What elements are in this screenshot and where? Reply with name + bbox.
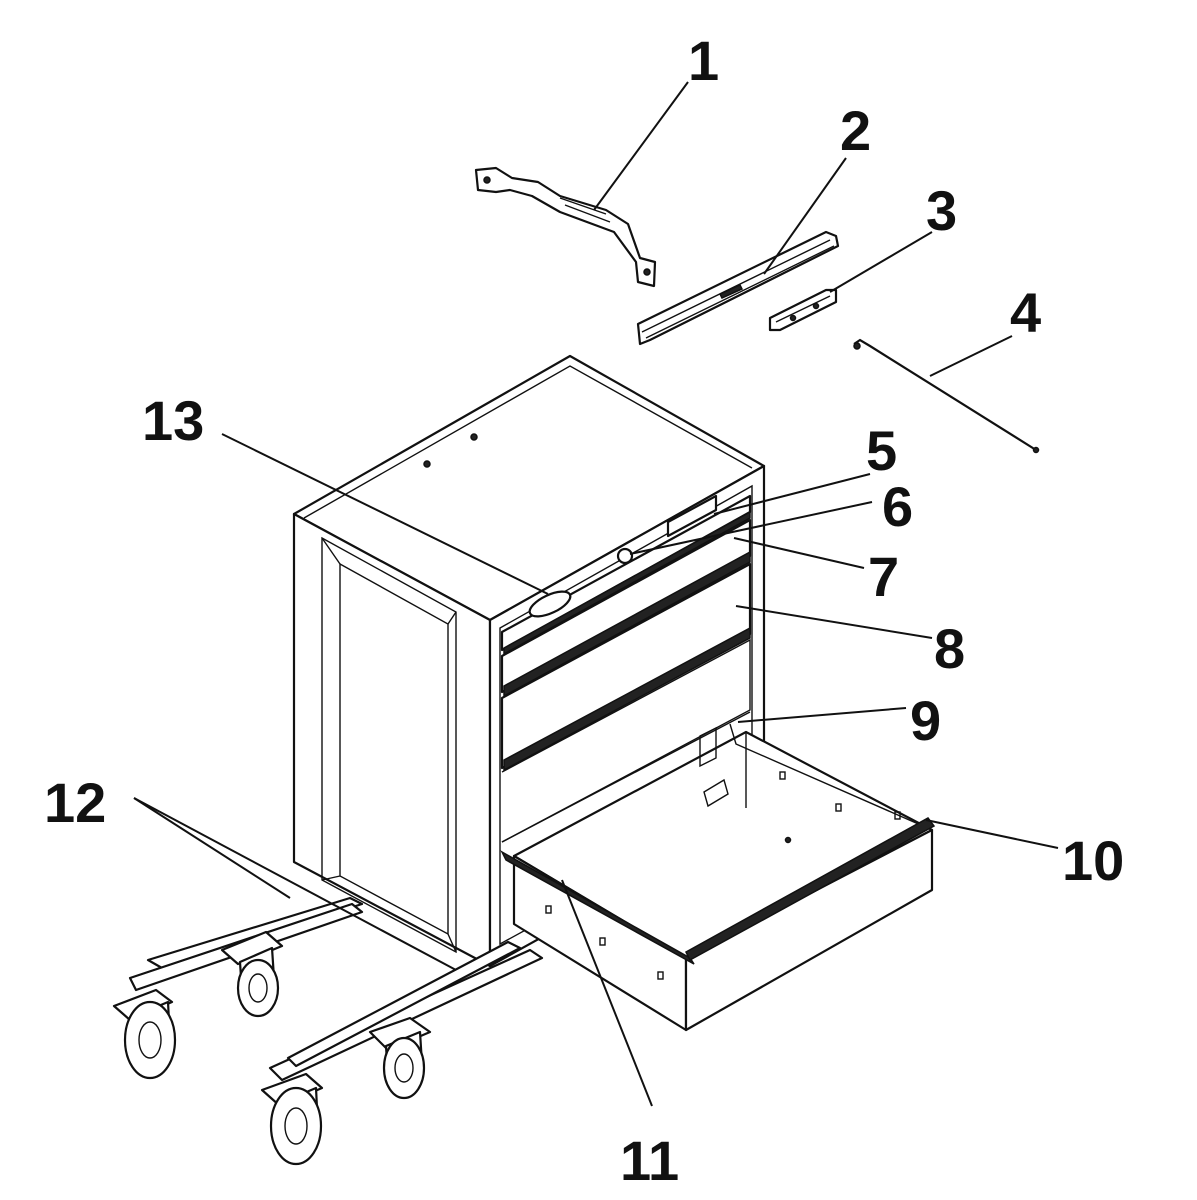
caster-back-left [220, 930, 284, 1018]
callout-10: 10 [1062, 829, 1124, 892]
slide-rail-part [636, 230, 840, 346]
leader-12a [133, 797, 291, 899]
leader-9 [737, 707, 907, 723]
callout-3: 3 [926, 179, 957, 242]
lock-rod-part [853, 338, 1040, 454]
caster-front-left [112, 988, 177, 1080]
leader-6 [629, 501, 873, 555]
leader-2 [763, 157, 847, 275]
base-rails-with-casters [112, 896, 544, 1166]
bracket-part [768, 288, 838, 332]
callout-11: 11 [620, 1129, 679, 1192]
open-drawer [500, 723, 936, 1032]
callout-8: 8 [934, 617, 965, 680]
leader-lines [133, 81, 1059, 1107]
caster-back-right [368, 1016, 432, 1100]
leader-13 [221, 433, 549, 595]
callout-12: 12 [44, 771, 106, 834]
callout-4: 4 [1010, 281, 1041, 344]
callout-5: 5 [866, 419, 897, 482]
leader-8 [735, 605, 933, 639]
callout-7: 7 [868, 545, 899, 608]
callout-9: 9 [910, 689, 941, 752]
callout-1: 1 [688, 29, 719, 92]
callout-labels: 1 2 3 4 5 6 7 8 9 10 11 12 13 [44, 29, 1124, 1192]
leader-1 [593, 81, 689, 211]
caster-front-right [260, 1072, 324, 1166]
leader-7 [733, 537, 865, 569]
handle-bar-part [474, 166, 657, 288]
callout-6: 6 [882, 475, 913, 538]
leader-5 [713, 473, 871, 515]
leader-4 [929, 335, 1013, 377]
callout-13: 13 [142, 389, 204, 452]
leader-10 [925, 819, 1059, 849]
leader-3 [829, 231, 933, 293]
leader-12b [133, 797, 457, 971]
leader-11 [561, 879, 653, 1107]
callout-2: 2 [840, 99, 871, 162]
